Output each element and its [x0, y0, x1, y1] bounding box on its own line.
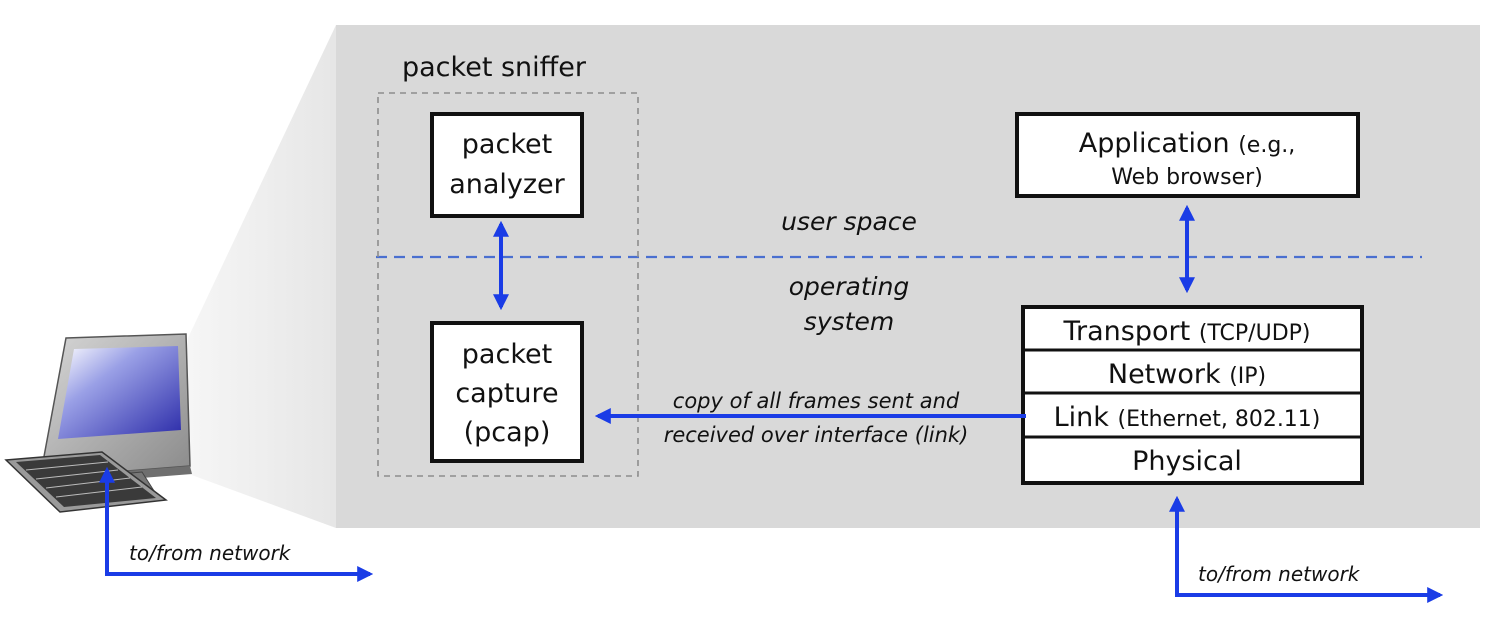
application-label-line2: Web browser) — [1111, 165, 1263, 190]
projection-shadow — [178, 25, 336, 528]
packet-sniffer-title: packet sniffer — [402, 52, 587, 83]
layer-network-name: Network — [1108, 359, 1221, 390]
protocol-stack: Transport (TCP/UDP) Network (IP) Link (E… — [1021, 305, 1364, 485]
layer-network-detail: (IP) — [1229, 364, 1266, 389]
right-network-label: to/from network — [1198, 562, 1361, 586]
layer-network: Network (IP) — [1108, 359, 1266, 390]
application-paren: (e.g., — [1238, 133, 1295, 158]
layer-transport-detail: (TCP/UDP) — [1199, 321, 1311, 346]
operating-system-label-2: system — [804, 307, 894, 336]
application-label-line1: Application (e.g., — [1079, 128, 1296, 159]
computer-icon — [4, 333, 192, 513]
packet-analyzer-box: packet analyzer — [430, 112, 584, 218]
frame-copy-label-1: copy of all frames sent and — [673, 389, 960, 413]
packet-analyzer-label-1: packet — [462, 129, 552, 160]
packet-capture-label-2: capture — [455, 378, 558, 409]
packet-capture-label-1: packet — [462, 339, 552, 370]
packet-capture-box: packet capture (pcap) — [430, 321, 584, 463]
operating-system-label-1: operating — [789, 272, 910, 301]
frame-copy-label-2: received over interface (link) — [664, 423, 969, 447]
layer-link-detail: (Ethernet, 802.11) — [1117, 407, 1320, 432]
layer-link: Link (Ethernet, 802.11) — [1054, 402, 1321, 433]
layer-physical: Physical — [1132, 446, 1242, 477]
application-box: Application (e.g., Web browser) — [1015, 112, 1360, 198]
right-network-arrow — [1169, 495, 1444, 603]
left-network-arrow — [99, 466, 374, 582]
user-space-label: user space — [781, 207, 917, 236]
layer-transport-name: Transport — [1063, 316, 1191, 347]
packet-capture-label-3: (pcap) — [464, 417, 551, 448]
left-network-label: to/from network — [129, 541, 292, 565]
layer-transport: Transport (TCP/UDP) — [1063, 316, 1311, 347]
packet-sniffer-group — [377, 92, 639, 477]
application-main: Application — [1079, 128, 1230, 159]
packet-analyzer-label-2: analyzer — [449, 169, 565, 200]
layer-link-name: Link — [1054, 402, 1110, 433]
